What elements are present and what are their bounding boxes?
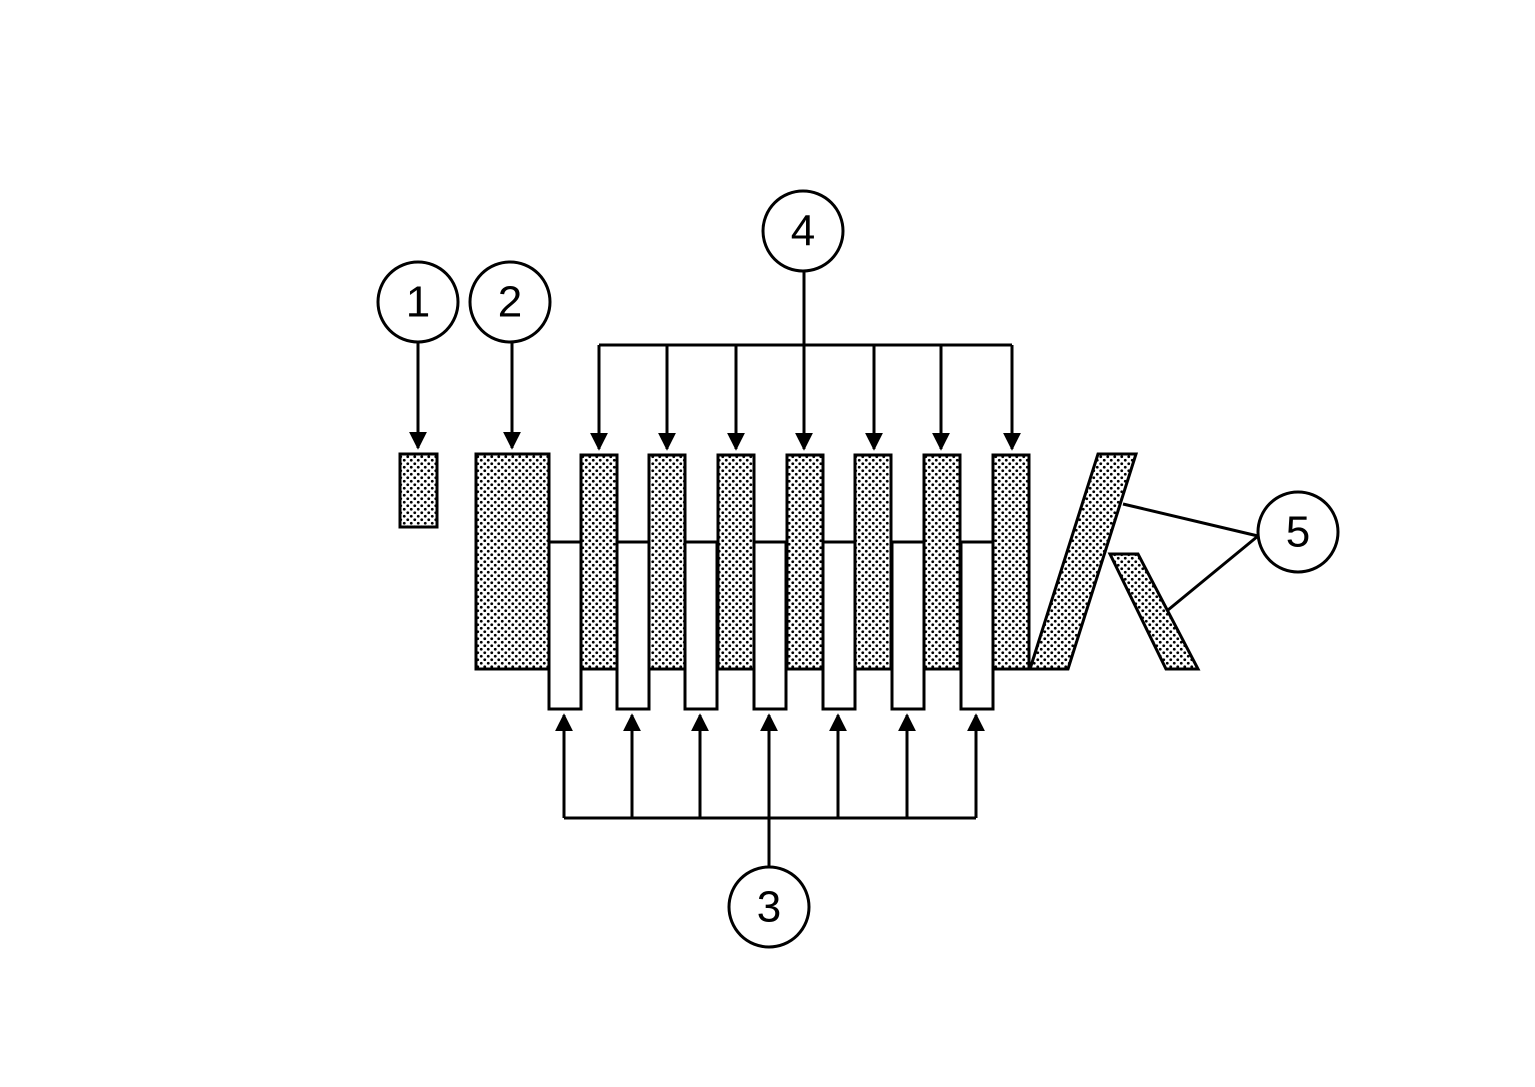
component-5-slanted-pieces (1027, 452, 1201, 671)
callout-3-leaders (555, 713, 985, 866)
component-3-plates (547, 540, 995, 711)
plate-4a (579, 453, 619, 671)
component-2-block (474, 452, 551, 671)
plate-4c (716, 453, 756, 671)
plate-4e (853, 453, 893, 671)
callout-3-label: 3 (757, 883, 781, 932)
plate-4d (785, 453, 825, 671)
plate-3d (752, 540, 788, 711)
plate-4f (922, 453, 962, 671)
callout-4: 4 (761, 189, 845, 273)
callout-1: 1 (376, 260, 460, 344)
callout-2: 2 (468, 260, 552, 344)
callout-2-circle (468, 260, 552, 344)
callout-3: 3 (727, 865, 811, 949)
callout-4-leaders (590, 272, 1021, 451)
callout-5-circle (1256, 490, 1340, 574)
callout-4-label: 4 (791, 207, 815, 256)
callout-1-label: 1 (406, 278, 430, 327)
slanted-piece-large (1027, 452, 1139, 671)
component-1-block (398, 452, 439, 529)
plate-3a (547, 540, 583, 711)
plate-3b (615, 540, 651, 711)
plate-3g (959, 540, 995, 711)
callout-5-label: 5 (1286, 508, 1310, 557)
plate-4g (991, 453, 1031, 671)
callout-3-circle (727, 865, 811, 949)
callout-4-circle (761, 189, 845, 273)
callout-5: 5 (1256, 490, 1340, 574)
plate-4b (647, 453, 687, 671)
slanted-piece-small (1107, 552, 1201, 671)
plate-3f (890, 540, 926, 711)
component-4-plates (579, 453, 1031, 671)
callout-1-circle (376, 260, 460, 344)
callout-2-label: 2 (498, 278, 522, 327)
callout-5-leaders (1122, 502, 1259, 612)
plate-3e (821, 540, 857, 711)
plate-3c (683, 540, 719, 711)
